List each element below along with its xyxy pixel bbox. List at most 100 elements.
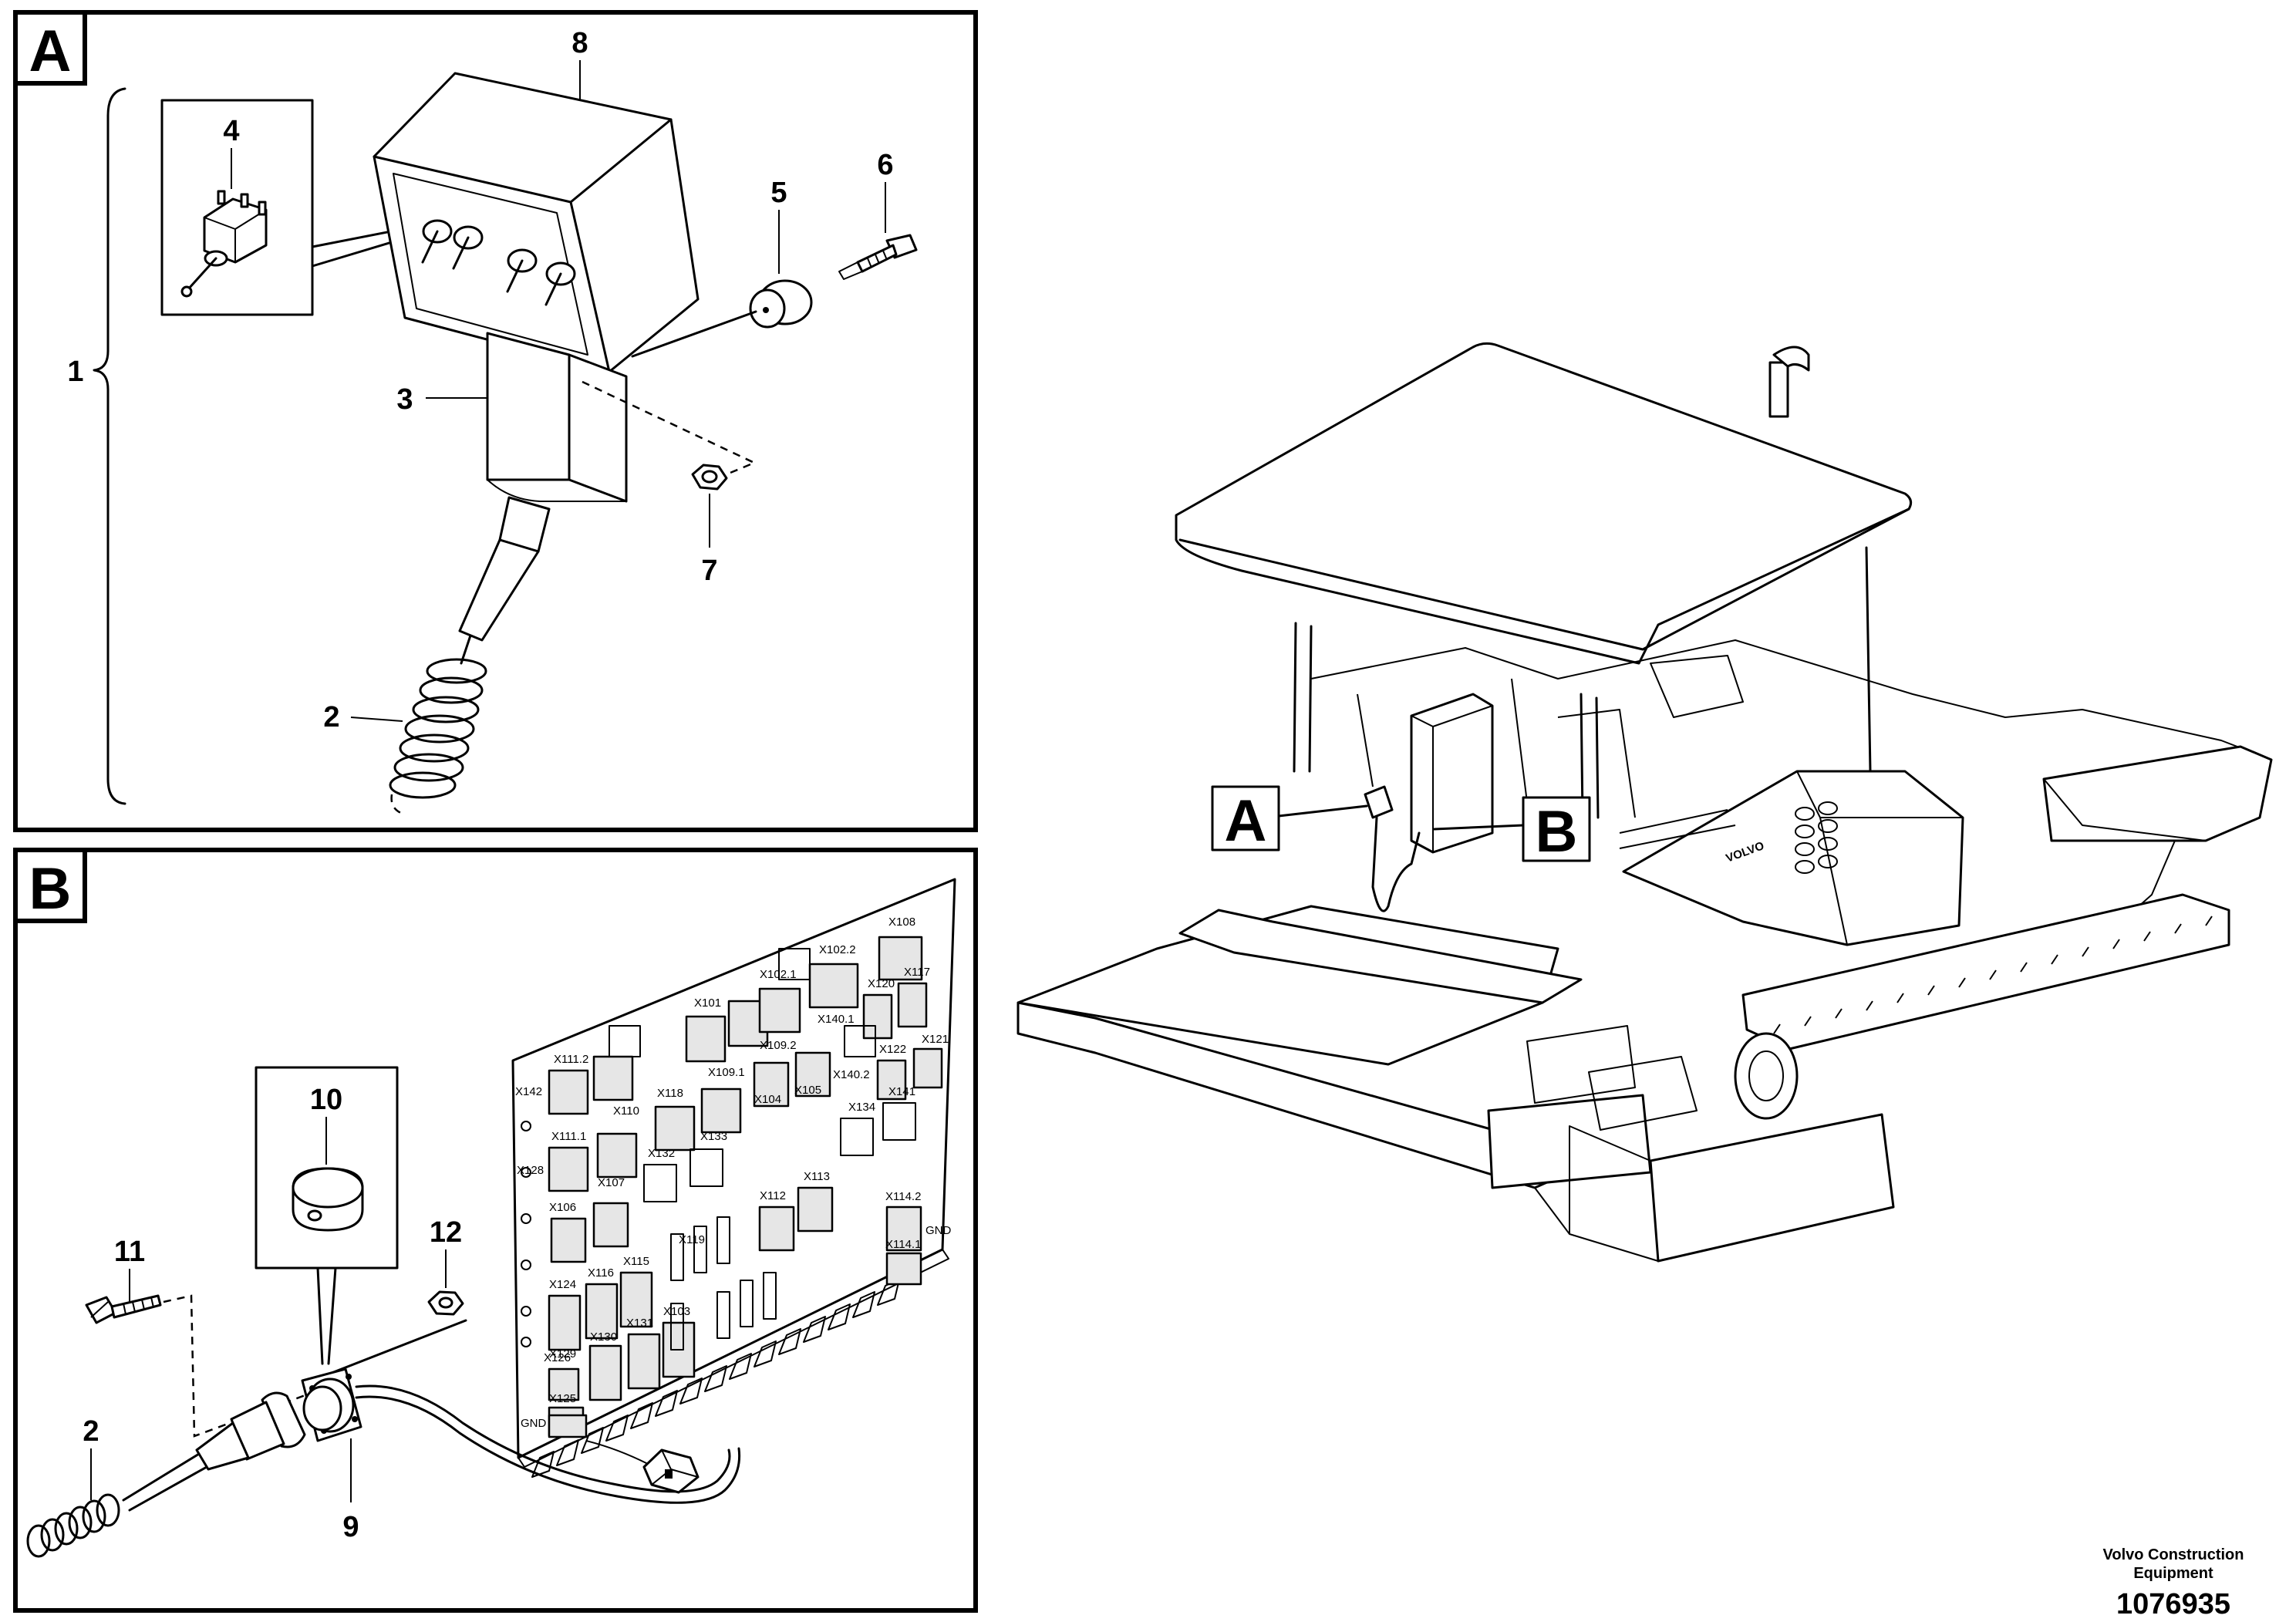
screw [838,234,918,280]
svg-text:X131: X131 [626,1317,653,1330]
board-footprints [521,948,916,1351]
svg-text:X113: X113 [804,1170,830,1183]
nut [691,464,728,491]
svg-text:X115: X115 [623,1255,649,1268]
canopy-post-right [1865,546,1872,773]
overview-tag-a [1211,785,1280,851]
panel-a: A 1 4 8 [13,10,978,832]
handle [458,332,628,665]
electrical-cabinet [1410,693,1494,854]
svg-text:X112: X112 [760,1189,786,1202]
svg-text:X129: X129 [549,1347,576,1361]
screed-top [1017,905,1559,1066]
canopy-roof [1175,342,1913,665]
leader-2 [350,717,403,722]
wiring-harness [355,1384,741,1504]
svg-text:X103: X103 [663,1305,690,1318]
board-connectors [548,936,943,1437]
svg-text:X104: X104 [754,1093,781,1106]
cap-icon [292,1167,364,1232]
toggle-switches-row [421,219,576,306]
panel-a-frame [13,10,978,832]
callout-6: 6 [877,149,893,181]
svg-text:X106: X106 [549,1201,576,1214]
svg-text:X111.2: X111.2 [554,1053,588,1066]
svg-text:X140.1: X140.1 [818,1013,855,1026]
callout-9: 9 [342,1511,359,1543]
plug-connector [122,1391,306,1512]
detail-leader-10b [327,1266,337,1365]
overview-leader-b [1433,824,1525,831]
detail-box-cap [255,1066,399,1270]
credit-line-2: Equipment [2133,1565,2213,1582]
assembly-brace [93,87,126,805]
track-links [1773,916,2213,1034]
callout-7: 7 [701,555,717,587]
paver-overview: VOLVO [1017,342,2273,1263]
svg-text:X125: X125 [549,1392,576,1405]
overview-leader-a [1277,804,1368,818]
svg-text:X102.1: X102.1 [760,968,797,981]
svg-text:X128: X128 [517,1164,544,1177]
svg-text:X110: X110 [613,1104,639,1118]
overview-label-b: B [1536,799,1578,865]
svg-text:GND: GND [521,1417,547,1430]
canopy-edge [1178,508,1910,651]
svg-text:X141: X141 [888,1085,915,1098]
svg-text:GND: GND [925,1224,952,1237]
callout-3: 3 [396,383,413,416]
detail-box-toggle-switch [160,99,314,316]
screed-plate [1178,909,1583,1004]
callout-4: 4 [223,115,239,147]
svg-text:X142: X142 [515,1085,542,1098]
grommet [749,279,813,329]
overview-tag-b [1522,796,1591,862]
svg-text:X126: X126 [544,1351,571,1364]
panel-b-tag [13,848,87,923]
svg-text:X101: X101 [694,996,721,1010]
drive-wheel [1734,1032,1799,1120]
exhaust-pipe [1768,361,1789,418]
callout-8: 8 [571,27,588,59]
svg-text:X120: X120 [868,977,895,990]
credit-line-1: Volvo Construction [2103,1546,2244,1563]
panel-socket [301,1367,362,1442]
svg-text:X109.2: X109.2 [760,1039,797,1052]
svg-text:X102.2: X102.2 [819,943,856,956]
svg-text:X114.1: X114.1 [885,1238,921,1251]
panel-a-tag [13,10,87,86]
svg-text:X119: X119 [679,1233,705,1246]
svg-text:X130: X130 [590,1330,617,1344]
svg-text:X107: X107 [598,1176,625,1189]
callout-12: 12 [430,1216,462,1249]
canopy-post-left [1293,622,1313,773]
panel-b: B [13,848,978,1613]
svg-text:X109.1: X109.1 [708,1066,745,1079]
board-standoffs [531,1279,900,1478]
nut-b [427,1290,464,1316]
screw-b [85,1294,162,1324]
document-number: 1076935 [2116,1588,2230,1620]
svg-text:X118: X118 [657,1087,683,1100]
svg-text:X124: X124 [549,1278,576,1291]
svg-text:X105: X105 [794,1084,821,1097]
svg-text:X140.2: X140.2 [833,1068,870,1081]
detail-leader-10a [316,1266,324,1365]
svg-text:X111.1: X111.1 [551,1130,586,1143]
board-labels: X142 X111.2 X111.1 X110 X118 X109.1 X109… [515,916,952,1430]
operator-console [1622,770,1964,946]
hopper [2042,745,2273,842]
callout-5: 5 [770,177,787,209]
assembly-line-nut-b [326,1319,467,1376]
coiled-cable-b [26,1493,120,1558]
callout-2b: 2 [83,1415,99,1448]
svg-text:X108: X108 [888,916,915,929]
circuit-board: X142 X111.2 X111.1 X110 X118 X109.1 X109… [511,878,956,1478]
console-buttons [1795,801,1838,874]
svg-text:X134: X134 [848,1101,875,1114]
control-box [373,72,700,373]
callout-1: 1 [67,356,83,388]
overview-label-a: A [1225,788,1267,854]
svg-text:X132: X132 [648,1147,675,1160]
